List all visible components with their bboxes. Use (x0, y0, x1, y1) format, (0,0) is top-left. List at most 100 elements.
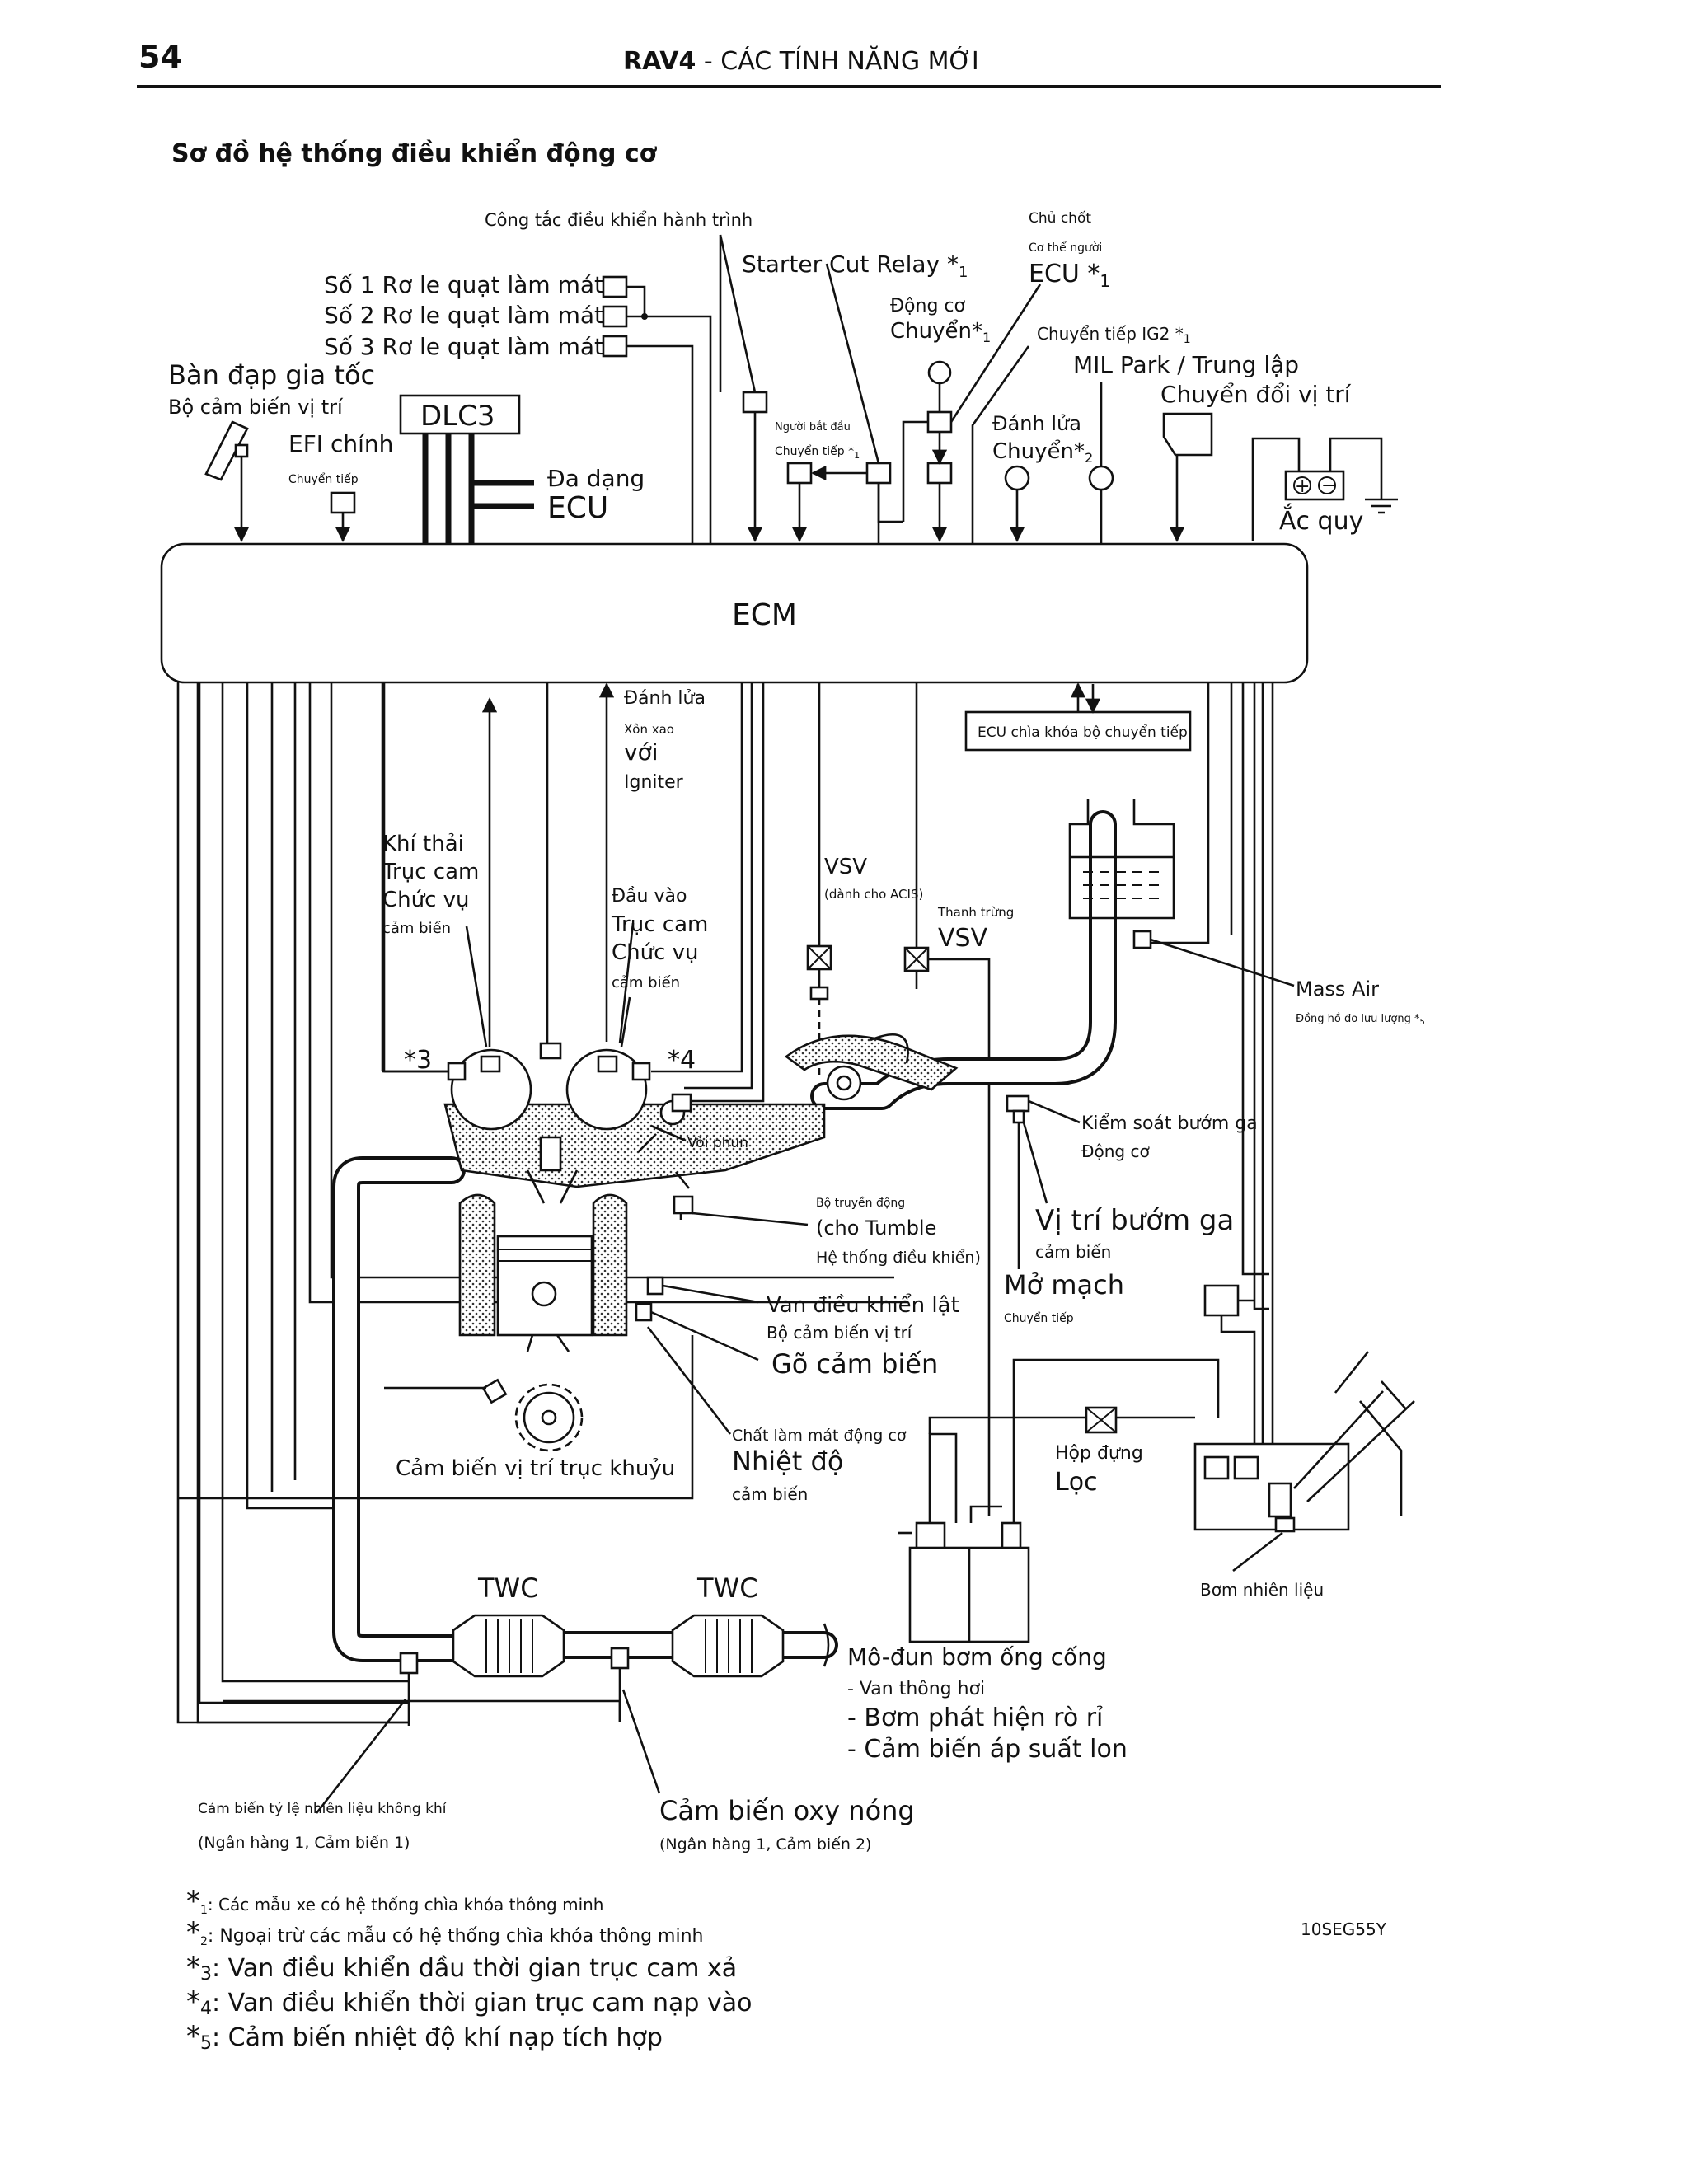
exh-cam-label-1: Khí thải (382, 832, 464, 856)
tumble-pos-sensor-icon (646, 1276, 664, 1296)
mil-icon (1088, 465, 1114, 491)
af-sensor-icon (399, 1652, 419, 1675)
key-ecu-label: ECU chìa khóa bộ chuyển tiếp (978, 724, 1188, 741)
int-cam-label-4: cảm biến (612, 974, 680, 991)
ocv-intake-label: *4 (668, 1046, 696, 1075)
intake-camshaft-icon (565, 1048, 648, 1131)
vsv-acis-label-1: VSV (824, 855, 867, 879)
ignition-switch-label-2: Chuyển*2 (992, 438, 1093, 466)
exhaust-pipe (332, 1156, 838, 1662)
pump-pressure-label: - Cảm biến áp suất lon (847, 1735, 1128, 1764)
air-cleaner-icon (1068, 799, 1175, 920)
purge-vsv-label-1: Thanh trừng (937, 905, 1014, 920)
ecm-label: ECM (732, 598, 797, 632)
fan-relays: Số 1 Rơ le quạt làm mát Số 2 Rơ le quạt … (324, 271, 712, 544)
starter-relay-box (786, 462, 813, 485)
throttle-pos-label-1: Vị trí bướm ga (1035, 1204, 1234, 1237)
efi-relay-label: Chuyển tiếp (288, 472, 359, 486)
fuel-pump-label: Bơm nhiên liệu (1200, 1580, 1324, 1600)
engine-switch-label-2: Chuyển*1 (890, 318, 991, 345)
footnote-5: *5: Cảm biến nhiệt độ khí nạp tích hợp (186, 2020, 663, 2054)
starter-cut-relay-box (865, 462, 892, 485)
exh-cam-label-2: Trục cam (382, 860, 479, 884)
body-ecu-box-upper (926, 410, 953, 434)
fan-relay-3-box (602, 335, 628, 358)
engine-cylinder-block (458, 1169, 628, 1352)
svg-text:−: − (1321, 476, 1336, 496)
tumble-pos-label-2: Bộ cảm biến vị trí (767, 1323, 913, 1343)
footnote-4: *4: Van điều khiển thời gian trục cam nạ… (186, 1985, 752, 2019)
circuit-open-relay-box (1203, 1284, 1240, 1317)
accel-pos-sensor-label: Bộ cảm biến vị trí (168, 396, 344, 419)
body-ecu-small-label: Cơ thể người (1029, 241, 1102, 255)
key-ecu-box (964, 710, 1192, 752)
canister-label-2: Lọc (1055, 1468, 1098, 1497)
mass-air-label-2: Đồng hồ đo lưu lượng *5 (1296, 1013, 1425, 1027)
fan-relay-3-label: Số 3 Rơ le quạt làm mát (324, 333, 603, 360)
actuator-label-3: Hệ thống điều khiển) (816, 1249, 981, 1267)
injector-label: Vòi phun (687, 1135, 748, 1151)
page-header-title: RAV4 - CÁC TÍNH NĂNG MỚI (623, 45, 979, 76)
position-switch-icon (1162, 412, 1213, 457)
tumble-actuator-icon (673, 1195, 694, 1215)
ignition-coil-label-1: Đánh lửa (624, 688, 706, 709)
svg-text:+: + (1295, 476, 1310, 497)
accelerator-pedal-icon (204, 420, 250, 542)
battery-label: Ắc quy (1279, 503, 1363, 536)
ignition-coil-label-4: Igniter (624, 772, 684, 793)
coolant-label-2: Nhiệt độ (732, 1446, 843, 1477)
footnote-2: *2: Ngoại trừ các mẫu có hệ thống chìa k… (186, 1916, 703, 1949)
crank-sensor-label: Cảm biến vị trí trục khuỷu (396, 1456, 675, 1481)
twc-1-label: TWC (477, 1572, 539, 1604)
ecm-left-wiring (176, 682, 907, 1724)
pump-leak-label: - Bơm phát hiện rò rỉ (847, 1704, 1103, 1732)
exh-cam-label-4: cảm biến (382, 920, 451, 937)
starter-relay-label-2: Chuyển tiếp *1 (775, 444, 860, 461)
position-switch-label: Chuyển đổi vị trí (1160, 381, 1352, 408)
throttle-ctrl-label-1: Kiểm soát bướm ga (1081, 1113, 1258, 1134)
intake-manifold (784, 810, 1117, 1110)
ignition-coil-label-3: với (624, 738, 658, 766)
coolant-label-3: cảm biến (732, 1484, 808, 1504)
battery-icon: + − (1251, 437, 1398, 541)
actuator-label-1: Bộ truyền động (816, 1196, 905, 1210)
knock-sensor-label: Gõ cảm biến (771, 1348, 938, 1380)
mil-label: MIL Park / Trung lập (1073, 351, 1299, 378)
mass-air-sensor-icon (1132, 930, 1152, 949)
dlc3-bus-lines (422, 434, 534, 544)
o2-sensor-label-2: (Ngân hàng 1, Cảm biến 2) (659, 1835, 871, 1854)
page-number: 54 (138, 39, 182, 75)
body-ecu-box-lower (926, 462, 953, 485)
ig2-relay-label: Chuyển tiếp IG2 *1 (1037, 324, 1191, 346)
multiplex-label-2: ECU (547, 491, 608, 525)
canister-pump-module-icon (898, 1432, 1030, 1643)
engine-cylinder-head (443, 1042, 826, 1188)
mass-air-label-1: Mass Air (1296, 977, 1379, 1001)
int-cam-label-3: Chức vụ (612, 940, 699, 965)
circuit-open-label-2: Chuyển tiếp (1004, 1311, 1074, 1325)
dlc3-label: DLC3 (420, 400, 495, 433)
o2-sensor-label-1: Cảm biến oxy nóng (659, 1795, 915, 1826)
tumble-pos-label-1: Van điều khiển lật (767, 1292, 959, 1318)
vsv-acis-label-2: (dành cho ACIS) (824, 887, 923, 902)
fan-relay-2-label: Số 2 Rơ le quạt làm mát (324, 302, 603, 329)
fan-relay-2-box (602, 305, 628, 328)
efi-main-label: EFI chính (288, 430, 393, 457)
twc-2-icon (671, 1614, 785, 1678)
exhaust-camshaft-icon (450, 1048, 532, 1131)
fan-relay-1-label: Số 1 Rơ le quạt làm mát (324, 271, 603, 298)
coolant-label-1: Chất làm mát động cơ (732, 1427, 907, 1445)
section-title: Sơ đồ hệ thống điều khiển động cơ (171, 138, 658, 168)
ecm-right-wiring (1137, 682, 1291, 1510)
multiplex-label-1: Đa dạng (547, 465, 645, 492)
pump-vent-label: - Van thông hơi (847, 1679, 985, 1699)
throttle-pos-label-2: cảm biến (1035, 1242, 1111, 1262)
accel-pedal-label: Bàn đạp gia tốc (168, 359, 375, 391)
ocv-exhaust-label: *3 (404, 1046, 432, 1075)
crank-sensor-icon (481, 1378, 584, 1452)
footnotes: *1: Các mẫu xe có hệ thống chìa khóa thô… (186, 1885, 752, 2054)
fuel-tank-icon (1193, 1351, 1415, 1533)
purge-vsv-label-2: VSV (938, 924, 988, 953)
dlc3-box (399, 394, 521, 435)
